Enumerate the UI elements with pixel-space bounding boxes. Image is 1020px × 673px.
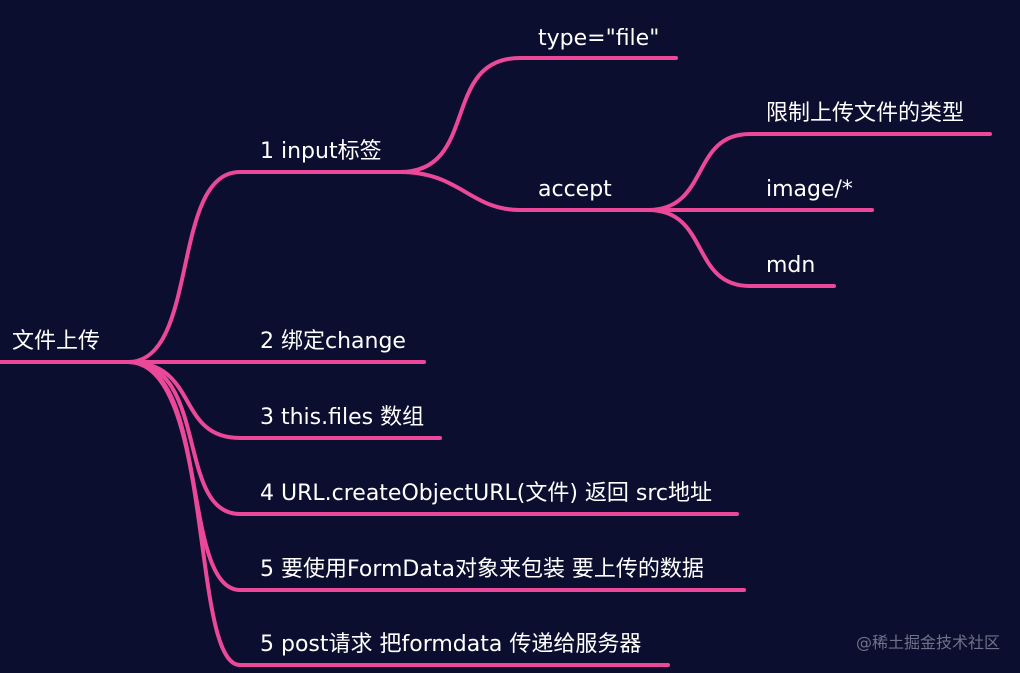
child-node-accept: accept [538, 177, 612, 202]
branch-node-post-request: 5 post请求 把formdata 传递给服务器 [260, 632, 642, 657]
connector-input-accept [398, 170, 522, 212]
branch-node-bind-change: 2 绑定change [260, 329, 406, 354]
leaf-node-image-mime: image/* [766, 177, 853, 202]
branch-node-input-tag: 1 input标签 [260, 139, 382, 164]
watermark: @稀土掘金技术社区 [855, 633, 1000, 652]
branch-node-this-files: 3 this.files 数组 [260, 405, 425, 430]
leaf-node-restrict-type: 限制上传文件的类型 [766, 101, 965, 126]
child-node-type-file: type="file" [538, 26, 660, 51]
root-node: 文件上传 [12, 329, 101, 354]
leaf-node-mdn: mdn [766, 253, 816, 278]
connector-root-branch-6 [126, 360, 242, 667]
connector-root-branch-1 [126, 170, 242, 364]
connector-root-branch-3 [126, 360, 242, 440]
branch-node-create-object-url: 4 URL.createObjectURL(文件) 返回 src地址 [260, 481, 713, 506]
connector-input-type [398, 56, 522, 174]
branch-node-formdata: 5 要使用FormData对象来包装 要上传的数据 [260, 557, 704, 582]
connector-root-branch-4 [126, 360, 242, 516]
connector-accept-mdn [646, 208, 752, 288]
connector-accept-restrict [646, 132, 752, 212]
